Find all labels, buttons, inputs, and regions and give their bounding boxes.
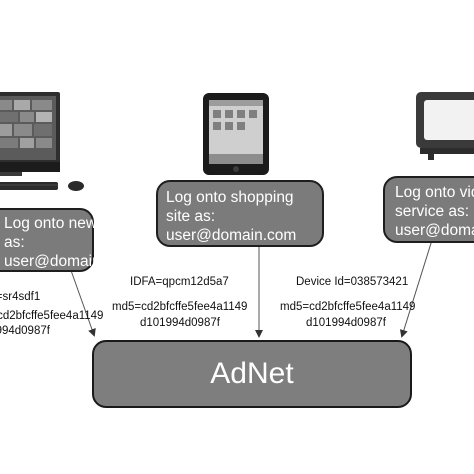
television-icon [416, 92, 474, 160]
news-site-line-3: user@domain.com [4, 253, 135, 270]
right-md5-line-1: md5=cd2bfcffe5fee4a1149 [280, 301, 416, 313]
video-service-line-3: user@domain.com [395, 222, 474, 239]
arrow-right [399, 239, 433, 338]
middle-id-text: IDFA=qpcm12d5a7 [130, 276, 229, 288]
left-md5-line-1: md5=cd2bfcffe5fee4a1149 [0, 310, 104, 322]
video-service-line-2: service as: [395, 203, 470, 220]
news-site-line-1: Log onto news site [4, 215, 134, 232]
news-site-line-2: as: [4, 234, 25, 251]
video-service-line-1: Log onto video [395, 184, 474, 201]
middle-md5-line-2: d101994d0987f [140, 317, 220, 329]
shopping-site-box: Log onto shopping site as: user@domain.c… [156, 180, 324, 247]
right-id-text: Device Id=038573421 [296, 276, 409, 288]
arrow-left [67, 261, 96, 337]
right-md5-line-2: d101994d0987f [306, 317, 386, 329]
middle-md5-line-1: md5=cd2bfcffe5fee4a1149 [112, 301, 248, 313]
adnet-box: AdNet [92, 340, 412, 408]
video-service-box: Log onto video service as: user@domain.c… [383, 176, 474, 243]
shopping-site-line-1: Log onto shopping [166, 189, 294, 206]
shopping-site-line-3: user@domain.com [166, 227, 297, 244]
left-id-text: Cookie=sr4sdf1 [0, 291, 41, 303]
adnet-label: AdNet [210, 357, 294, 390]
left-md5-line-2: d101994d0987f [0, 325, 50, 337]
news-site-box: Log onto news site as: user@domain.com [0, 208, 135, 272]
shopping-site-line-2: site as: [166, 208, 216, 225]
desktop-computer-icon [0, 92, 84, 191]
tablet-icon [203, 93, 269, 175]
